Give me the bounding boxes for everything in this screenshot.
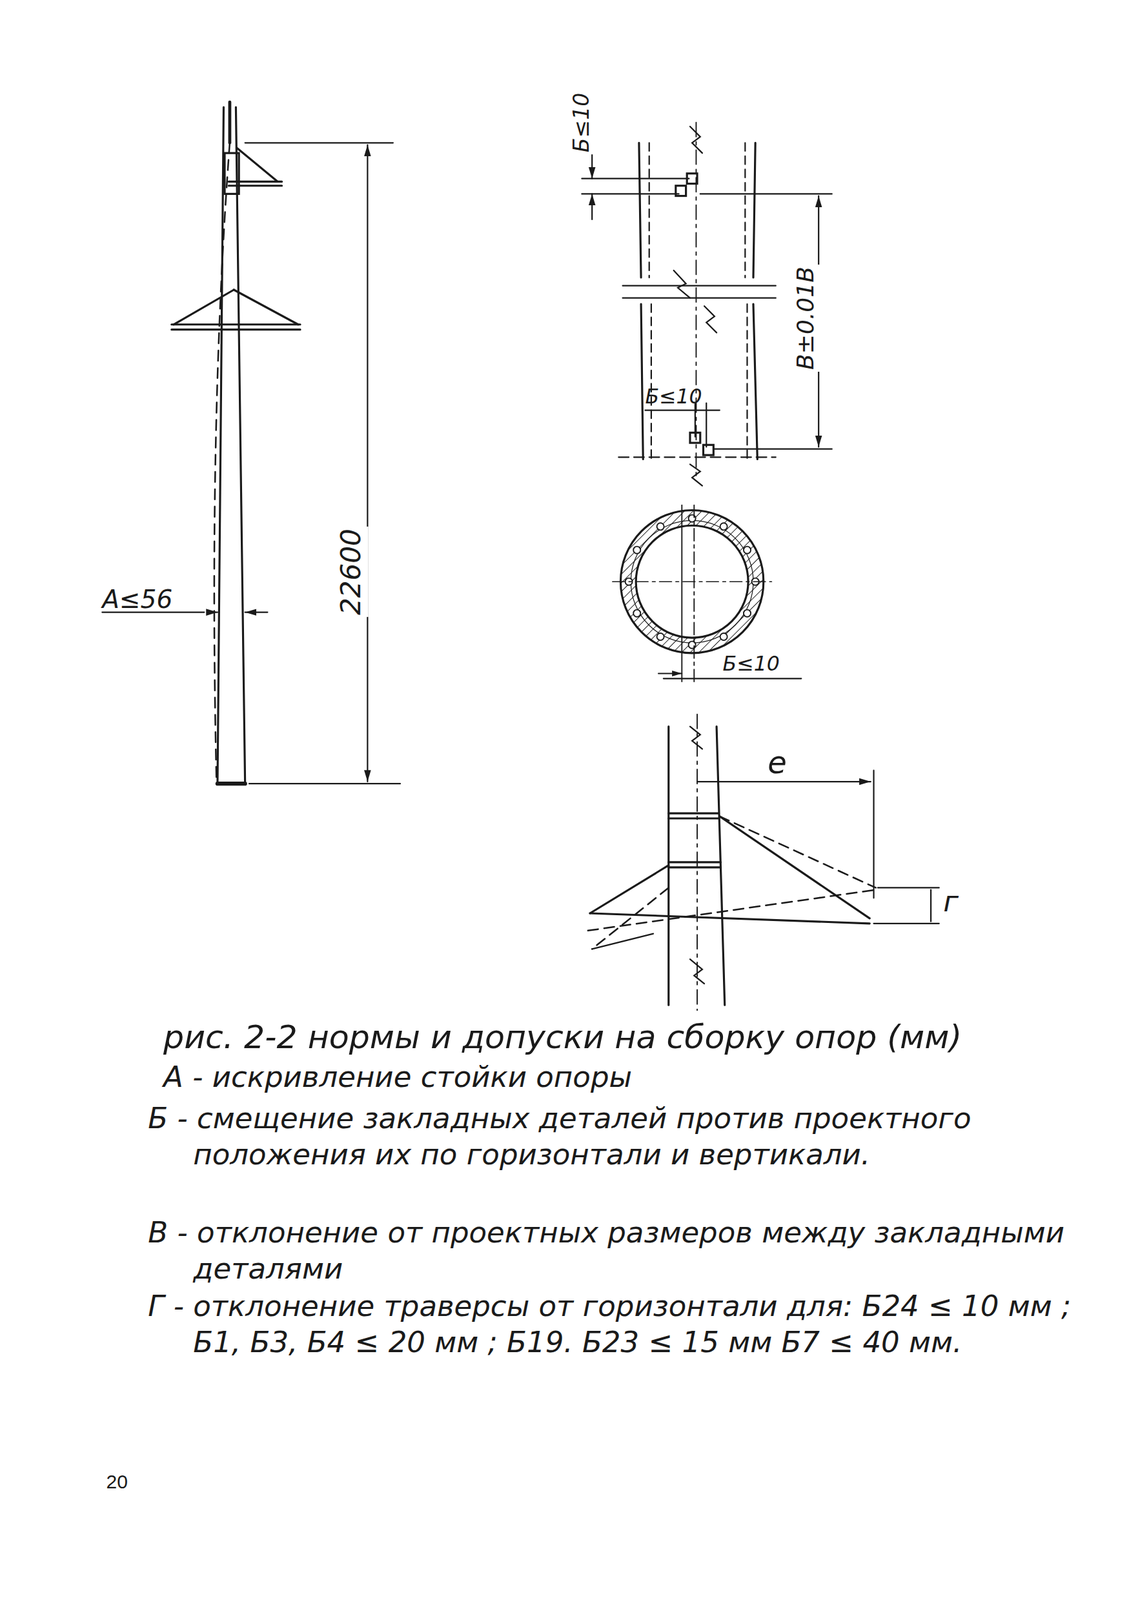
drawing-stroke [228, 184, 282, 187]
drawing-stroke [668, 812, 719, 814]
legend-note: А - искривление стойки опоры [163, 1059, 1082, 1096]
drawing-stroke [720, 522, 728, 530]
drawing-stroke [693, 505, 695, 683]
drawing-stroke [872, 770, 875, 899]
drawing-stroke [704, 305, 717, 333]
drawing-stroke [249, 783, 401, 785]
drawing-stroke [705, 402, 707, 447]
drawing-stroke [640, 304, 643, 459]
drawing-stroke [622, 297, 776, 299]
drawing-stroke [694, 402, 696, 437]
drawing-stroke [877, 886, 940, 889]
drawing-stroke [673, 270, 691, 299]
drawing-stroke [746, 304, 748, 459]
drawing-stroke [690, 959, 705, 984]
drawing-stroke [650, 304, 652, 459]
drawing-stroke [716, 726, 725, 1006]
drawing-stroke [668, 817, 719, 820]
drawing-stroke [217, 781, 246, 786]
drawing-stroke [663, 677, 802, 680]
drawing-stroke [612, 580, 773, 583]
drawing-stroke [657, 522, 665, 530]
drawing-stroke [224, 152, 239, 194]
drawing-stroke [217, 107, 224, 784]
drawing-stroke [714, 448, 833, 450]
drawing-stroke [633, 610, 641, 618]
drawing-stroke [101, 101, 939, 1011]
drawing-stroke [366, 145, 368, 783]
dimension-label: Б≤10 [644, 384, 702, 410]
traverse-detail [588, 714, 940, 1011]
drawing-stroke [743, 610, 751, 618]
drawing-stroke [690, 464, 703, 486]
dimension-label: г [943, 883, 959, 920]
drawing-stroke [591, 152, 593, 179]
drawing-stroke [173, 289, 234, 325]
drawing-stroke [668, 861, 722, 864]
drawing-stroke [171, 323, 301, 326]
drawing-stroke [703, 444, 714, 456]
drawing-stroke [589, 865, 669, 914]
drawing-stroke [668, 866, 722, 869]
drawing-stroke [591, 193, 593, 220]
dimension-label: Б≤10 [568, 91, 596, 155]
legend-note: В - отклонение от проектных размеров меж… [147, 1214, 1112, 1288]
drawing-stroke [245, 611, 268, 613]
drawing-stroke [648, 142, 651, 278]
drawing-stroke [690, 726, 703, 750]
legend-note: Б - смещение закладных деталей против пр… [147, 1100, 1112, 1174]
drawing-stroke [228, 180, 282, 183]
drawing-stroke [591, 934, 654, 950]
drawing-stroke [700, 193, 833, 195]
drawing-stroke [236, 147, 278, 182]
drawing-stroke [589, 913, 870, 924]
drawing-stroke [657, 633, 665, 641]
dimension-label: е [767, 742, 787, 782]
drawing-stroke [209, 611, 218, 613]
drawing-stroke [171, 328, 301, 331]
drawing-stroke [622, 285, 776, 287]
drawing-stroke [581, 193, 679, 195]
dimension-label: 22600 [334, 526, 369, 618]
drawing-stroke [753, 142, 756, 278]
dimension-label: Б≤10 [722, 651, 780, 677]
pole-section [612, 505, 802, 683]
drawing-stroke [633, 546, 641, 554]
drawing-stroke [753, 304, 758, 459]
dimension-label: В±0.01В [792, 264, 822, 372]
drawing-stroke [697, 781, 871, 783]
drawing-stroke [644, 409, 720, 411]
drawing-stroke [874, 923, 940, 925]
page-number: 20 [105, 1469, 128, 1495]
pole-elevation [101, 101, 401, 784]
drawing-stroke [233, 289, 299, 325]
drawing-stroke [690, 126, 703, 153]
drawing-stroke [639, 142, 641, 278]
drawing-stroke [719, 816, 876, 889]
drawing-stroke [743, 546, 751, 554]
drawing-stroke [930, 890, 932, 922]
drawing-stroke [744, 142, 746, 278]
drawing-stroke [214, 142, 230, 782]
drawing-stroke [245, 142, 394, 144]
drawing-stroke [719, 816, 870, 919]
drawing-stroke [228, 101, 232, 143]
pole-segment [581, 122, 832, 487]
drawing-stroke [588, 890, 876, 931]
legend-note: Г - отклонение траверсы от горизонтали д… [147, 1288, 1071, 1362]
drawing-stroke [618, 456, 776, 458]
drawing-stroke [720, 633, 728, 641]
dimension-label: А≤56 [101, 584, 173, 616]
drawing-stroke [581, 178, 689, 180]
drawing-stroke [658, 673, 682, 675]
drawing-stroke [591, 887, 669, 949]
figure-caption: рис. 2-2 нормы и допуски на сборку опор … [163, 1016, 962, 1058]
drawing-stroke [681, 505, 683, 683]
drawing-stroke [235, 107, 245, 784]
